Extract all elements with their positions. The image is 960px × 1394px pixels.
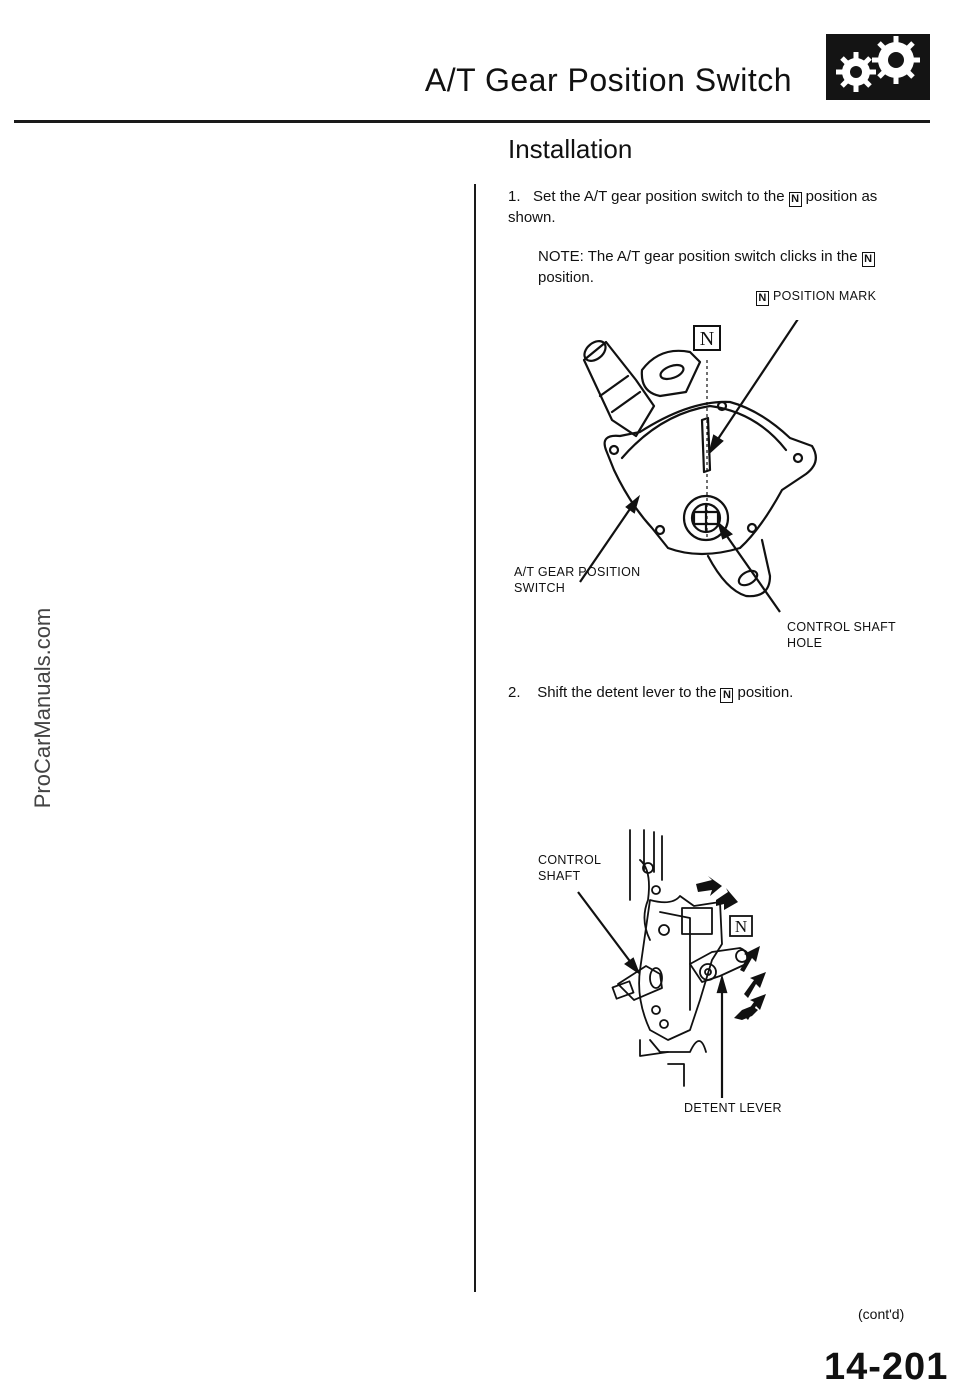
control-shaft-label: CONTROL SHAFT <box>538 853 602 883</box>
step-number: 2. <box>508 684 521 701</box>
gears-icon <box>826 34 930 100</box>
step-1: 1. Set the A/T gear position switch to t… <box>508 186 918 228</box>
column-divider <box>474 184 476 1292</box>
n-symbol: N <box>861 252 875 267</box>
gear-position-switch-diagram: N <box>579 320 817 613</box>
watermark: ProCarManuals.com <box>30 607 55 809</box>
switch-label: A/T GEAR POSITION SWITCH <box>514 565 641 595</box>
n-symbol: N <box>735 917 747 936</box>
n-symbol: N <box>788 192 802 207</box>
n-symbol: N <box>720 688 734 703</box>
header-rule <box>14 120 930 123</box>
detent-lever-diagram: N <box>577 829 766 1098</box>
n-symbol: N <box>700 328 714 350</box>
step-text: position. <box>737 684 794 701</box>
note-text: NOTE: The A/T gear position switch click… <box>538 248 858 265</box>
step-text: Shift the detent lever to the <box>537 684 717 701</box>
continued-note: (cont'd) <box>858 1306 905 1322</box>
section-title: Installation <box>508 134 633 164</box>
page-number: 14-201 <box>824 1346 949 1388</box>
n-symbol: N <box>756 291 769 306</box>
control-shaft-hole-label: CONTROL SHAFT HOLE <box>787 620 896 650</box>
step-1-note: NOTE: The A/T gear position switch click… <box>538 246 918 288</box>
detent-lever-label: DETENT LEVER <box>684 1101 782 1115</box>
note-text: position. <box>538 269 594 286</box>
step-number: 1. <box>508 188 521 205</box>
step-text: Set the A/T gear position switch to the <box>533 188 785 205</box>
step-text: position as shown. <box>508 188 878 226</box>
page-title: A/T Gear Position Switch <box>424 62 792 98</box>
